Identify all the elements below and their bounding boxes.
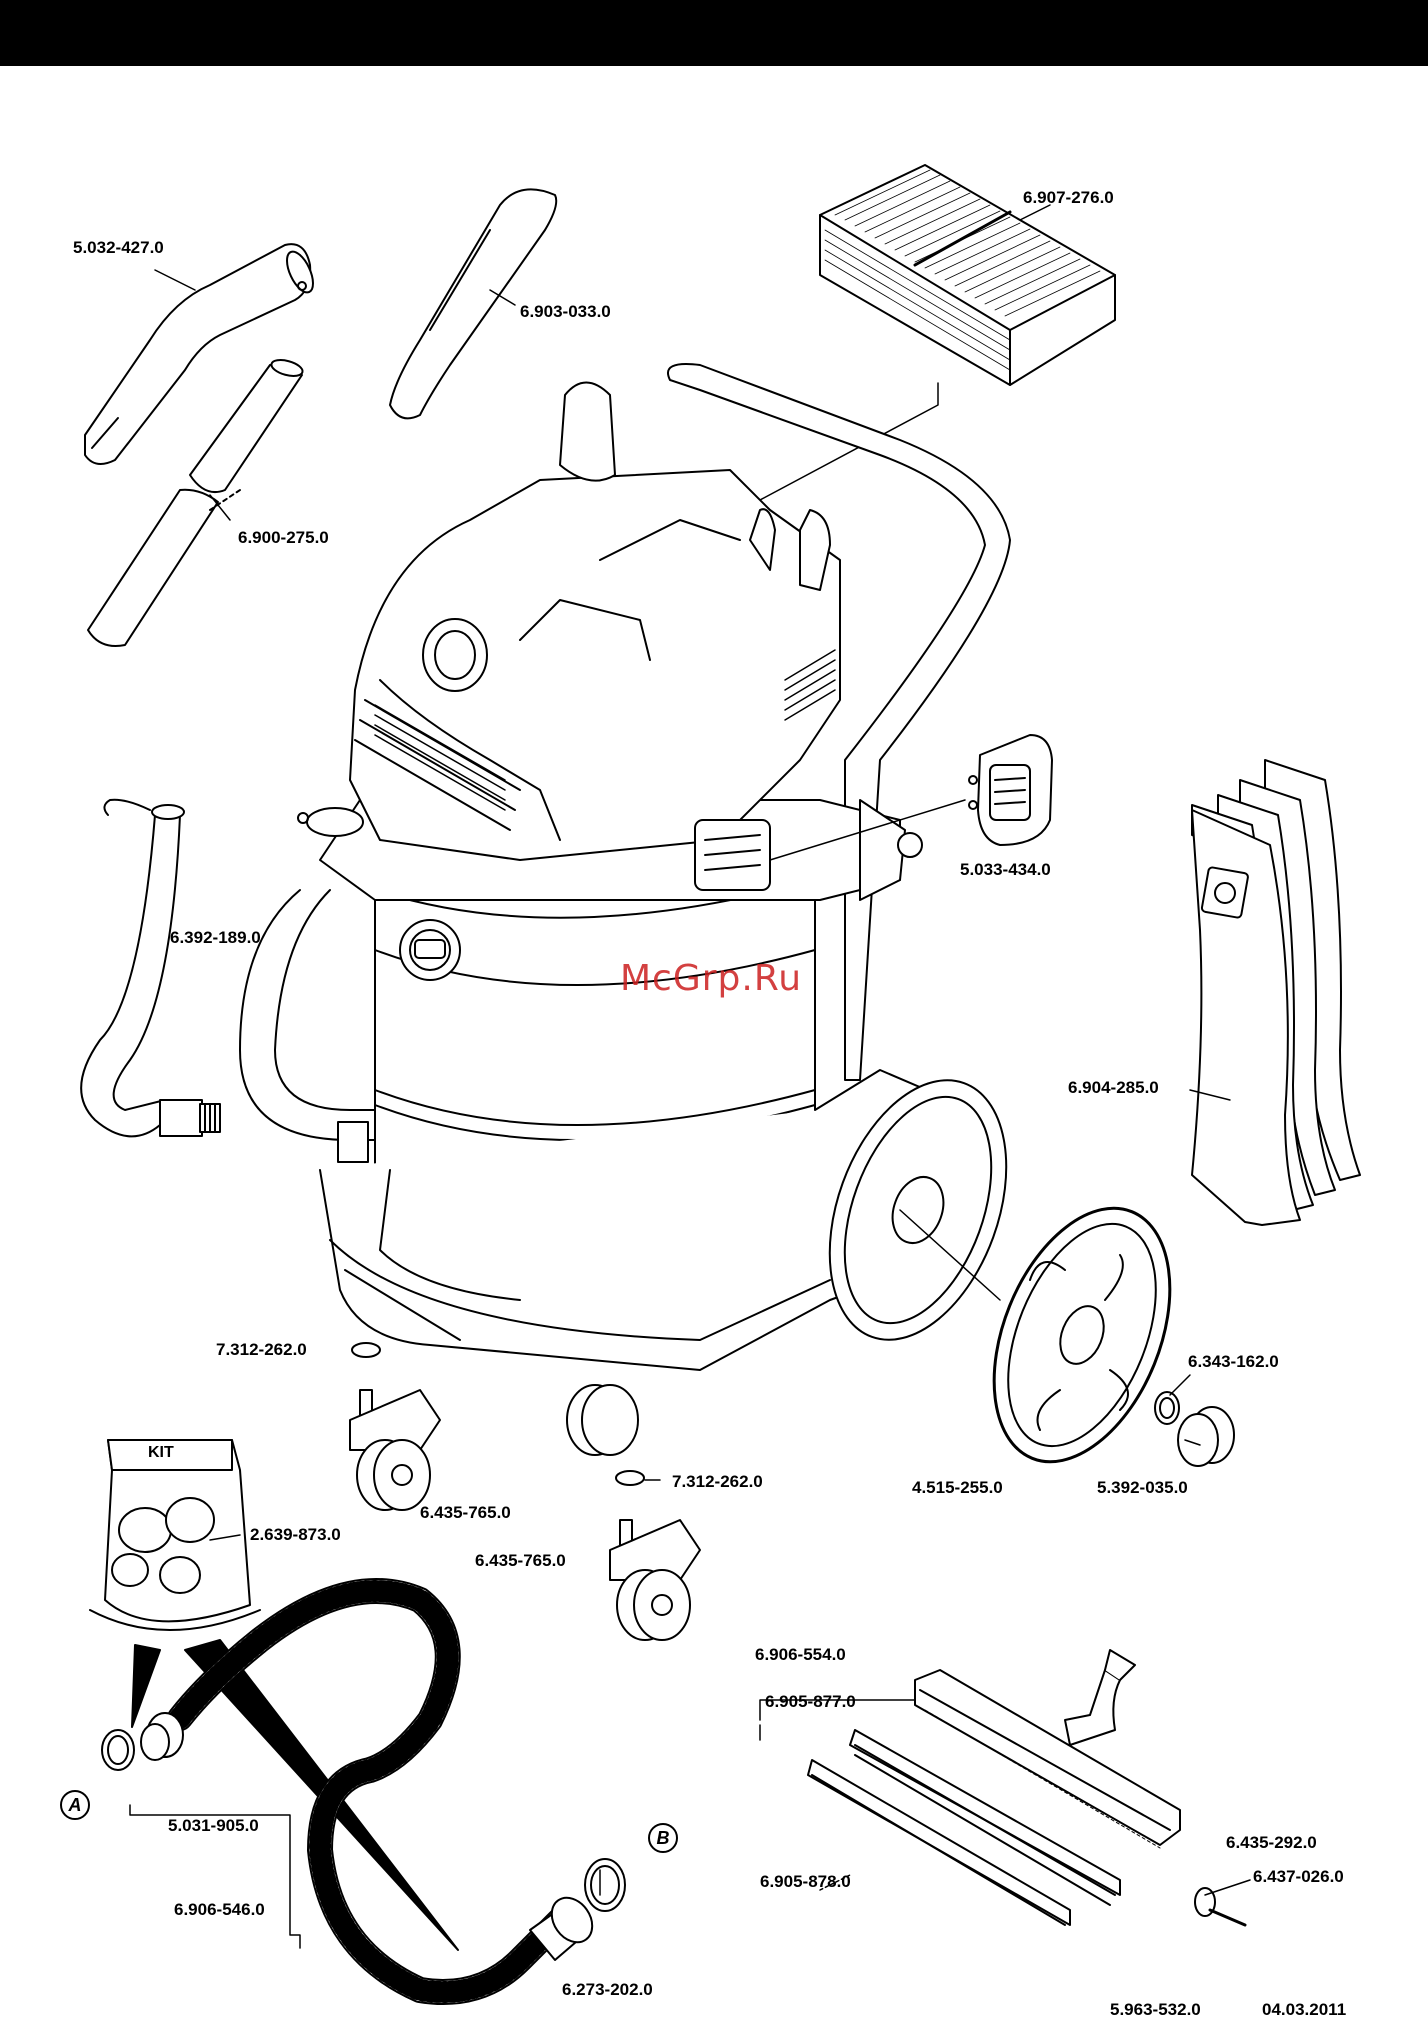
brush-strip-part-2 <box>807 1759 1071 1926</box>
bent-tube-part <box>84 243 314 465</box>
pin-part <box>1208 1908 1247 1927</box>
part-label-6-437-026: 6.437-026.0 <box>1253 1867 1344 1886</box>
part-label-6-900-275: 6.900-275.0 <box>238 528 329 547</box>
part-label-6-435-765-b: 6.435-765.0 <box>475 1551 566 1570</box>
part-label-6-903-033: 6.903-033.0 <box>520 302 611 321</box>
part-label-6-343-162: 6.343-162.0 <box>1188 1352 1279 1371</box>
part-label-6-435-765-a: 6.435-765.0 <box>420 1503 511 1522</box>
part-label-7-312-262-a: 7.312-262.0 <box>216 1340 307 1359</box>
document-number: 5.963-532.0 <box>1110 2000 1201 2019</box>
callout-b: B <box>648 1823 678 1853</box>
castor-wheel-part <box>349 1389 441 1511</box>
vacuum-cleaner-body <box>239 363 1011 1371</box>
part-label-5-392-035: 5.392-035.0 <box>1097 1478 1188 1497</box>
suction-hose-part <box>80 798 221 1138</box>
mounted-wheel <box>828 1079 1008 1341</box>
kit-label: KIT <box>148 1444 174 1461</box>
part-label-5-033-434: 5.033-434.0 <box>960 860 1051 879</box>
wheel-cap-part <box>1177 1406 1235 1467</box>
part-label-6-906-546: 6.906-546.0 <box>174 1900 265 1919</box>
watermark: McGrp.Ru <box>620 958 803 999</box>
straight-tubes-part <box>87 359 304 647</box>
callout-a: A <box>60 1790 90 1820</box>
washer-part-2 <box>615 1470 645 1486</box>
wheel-part <box>992 1206 1172 1464</box>
part-label-2-639-873: 2.639-873.0 <box>250 1525 341 1544</box>
part-label-6-904-285: 6.904-285.0 <box>1068 1078 1159 1097</box>
castor-wheel-part-2 <box>609 1519 701 1641</box>
flat-filter-part <box>819 164 1116 386</box>
part-label-6-905-877: 6.905-877.0 <box>765 1692 856 1711</box>
brush-strip-part <box>849 1729 1121 1906</box>
part-label-6-392-189: 6.392-189.0 <box>170 928 261 947</box>
filter-bags-part <box>1191 759 1361 1226</box>
crevice-nozzle-part <box>389 188 558 420</box>
floor-nozzle-part <box>914 1649 1181 1849</box>
kit-bag-part <box>89 1439 261 1631</box>
ring-part <box>1154 1391 1180 1425</box>
part-label-6-435-292: 6.435-292.0 <box>1226 1833 1317 1852</box>
part-label-6-905-878: 6.905-878.0 <box>760 1872 851 1891</box>
pointer-a <box>131 1644 161 1728</box>
part-label-6-906-554: 6.906-554.0 <box>755 1645 846 1664</box>
part-label-4-515-255: 4.515-255.0 <box>912 1478 1003 1497</box>
spiral-hose-part <box>140 1578 594 2005</box>
header-bar <box>0 0 1428 66</box>
part-label-5-031-905: 5.031-905.0 <box>168 1816 259 1835</box>
document-date: 04.03.2011 <box>1262 2000 1347 2019</box>
part-label-6-273-202: 6.273-202.0 <box>562 1980 653 1999</box>
part-label-6-907-276: 6.907-276.0 <box>1023 188 1114 207</box>
latch-part <box>968 734 1053 846</box>
part-label-5-032-427: 5.032-427.0 <box>73 238 164 257</box>
castor-wheel-mounted <box>566 1384 639 1456</box>
part-label-7-312-262-b: 7.312-262.0 <box>672 1472 763 1491</box>
filter-leader <box>759 382 939 501</box>
washer-part <box>351 1342 381 1358</box>
